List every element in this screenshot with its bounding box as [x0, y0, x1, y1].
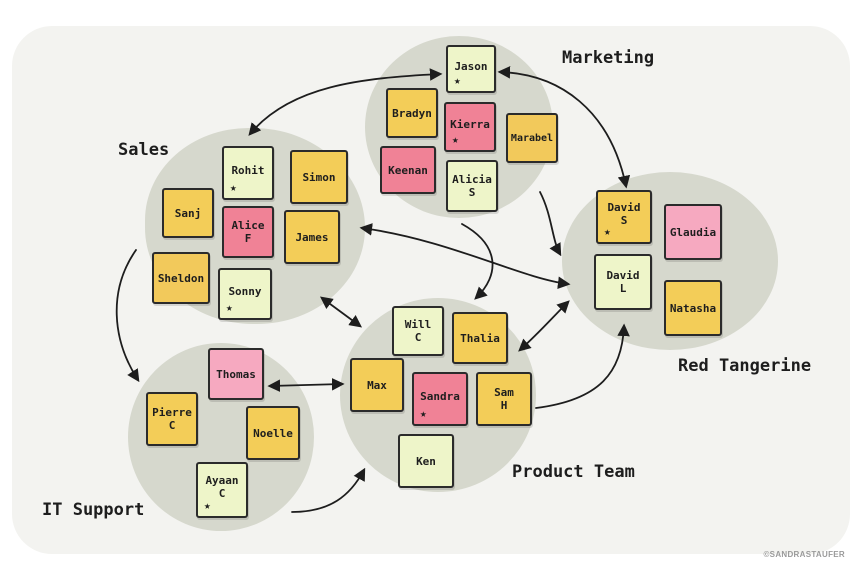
note-label: Noelle	[253, 426, 293, 440]
note-label: Alicia S	[452, 173, 492, 199]
note-alice-f[interactable]: Alice F	[222, 206, 274, 258]
note-label: Rohit	[231, 163, 265, 177]
note-thomas[interactable]: Thomas	[208, 348, 264, 400]
note-label: Bradyn	[392, 106, 432, 120]
it-support-label: IT Support	[42, 500, 145, 520]
star-icon: ★	[604, 225, 611, 238]
note-label: Kierra	[450, 117, 490, 131]
note-sandra[interactable]: Sandra ★	[412, 372, 468, 426]
note-thalia[interactable]: Thalia	[452, 312, 508, 364]
note-will-c[interactable]: Will C	[392, 306, 444, 356]
note-label: Thalia	[460, 331, 500, 345]
author-credit: ©SANDRASTAUFER	[763, 550, 845, 559]
note-label: Thomas	[216, 367, 256, 381]
note-sam-h[interactable]: Sam H	[476, 372, 532, 426]
note-label: Simon	[302, 170, 336, 184]
note-noelle[interactable]: Noelle	[246, 406, 300, 460]
note-sonny[interactable]: Sonny ★	[218, 268, 272, 320]
note-glaudia[interactable]: Glaudia	[664, 204, 722, 260]
note-label: Natasha	[669, 301, 717, 315]
note-ayaan-c[interactable]: Ayaan C ★	[196, 462, 248, 518]
note-label: Jason	[454, 59, 488, 73]
sales-label: Sales	[118, 140, 170, 160]
note-label: Marabel	[510, 132, 554, 144]
star-icon: ★	[420, 407, 427, 420]
note-label: Pierre C	[152, 406, 192, 432]
note-bradyn[interactable]: Bradyn	[386, 88, 438, 138]
star-icon: ★	[230, 181, 237, 194]
note-label: Alice F	[231, 219, 265, 245]
note-kierra[interactable]: Kierra ★	[444, 102, 496, 152]
note-label: James	[295, 230, 329, 244]
note-james[interactable]: James	[284, 210, 340, 264]
note-sanj[interactable]: Sanj	[162, 188, 214, 238]
star-icon: ★	[452, 133, 459, 146]
note-ken[interactable]: Ken	[398, 434, 454, 488]
note-label: Keenan	[388, 163, 428, 177]
note-label: Sanj	[174, 206, 202, 220]
note-jason[interactable]: Jason ★	[446, 45, 496, 93]
note-label: Will C	[404, 318, 432, 344]
note-label: David L	[606, 269, 640, 295]
note-label: Sandra	[420, 389, 460, 403]
note-sheldon[interactable]: Sheldon	[152, 252, 210, 304]
note-label: Ken	[416, 454, 436, 468]
product-team-label: Product Team	[512, 462, 635, 482]
note-label: Sonny	[228, 284, 262, 298]
note-rohit[interactable]: Rohit ★	[222, 146, 274, 200]
note-pierre-c[interactable]: Pierre C	[146, 392, 198, 446]
star-icon: ★	[204, 499, 211, 512]
star-icon: ★	[226, 301, 233, 314]
note-label: Glaudia	[669, 225, 717, 239]
note-keenan[interactable]: Keenan	[380, 146, 436, 194]
marketing-label: Marketing	[562, 48, 655, 68]
note-label: David S	[607, 201, 641, 227]
red-tangerine-label: Red Tangerine	[678, 356, 812, 376]
star-icon: ★	[454, 74, 461, 87]
note-label: Sheldon	[157, 271, 205, 285]
note-label: Ayaan C	[205, 474, 239, 500]
note-label: Sam H	[494, 386, 514, 412]
note-david-l[interactable]: David L	[594, 254, 652, 310]
note-david-s[interactable]: David S ★	[596, 190, 652, 244]
note-alicia-s[interactable]: Alicia S	[446, 160, 498, 212]
note-label: Max	[367, 378, 387, 392]
note-marabel[interactable]: Marabel	[506, 113, 558, 163]
note-natasha[interactable]: Natasha	[664, 280, 722, 336]
note-max[interactable]: Max	[350, 358, 404, 412]
note-simon[interactable]: Simon	[290, 150, 348, 204]
